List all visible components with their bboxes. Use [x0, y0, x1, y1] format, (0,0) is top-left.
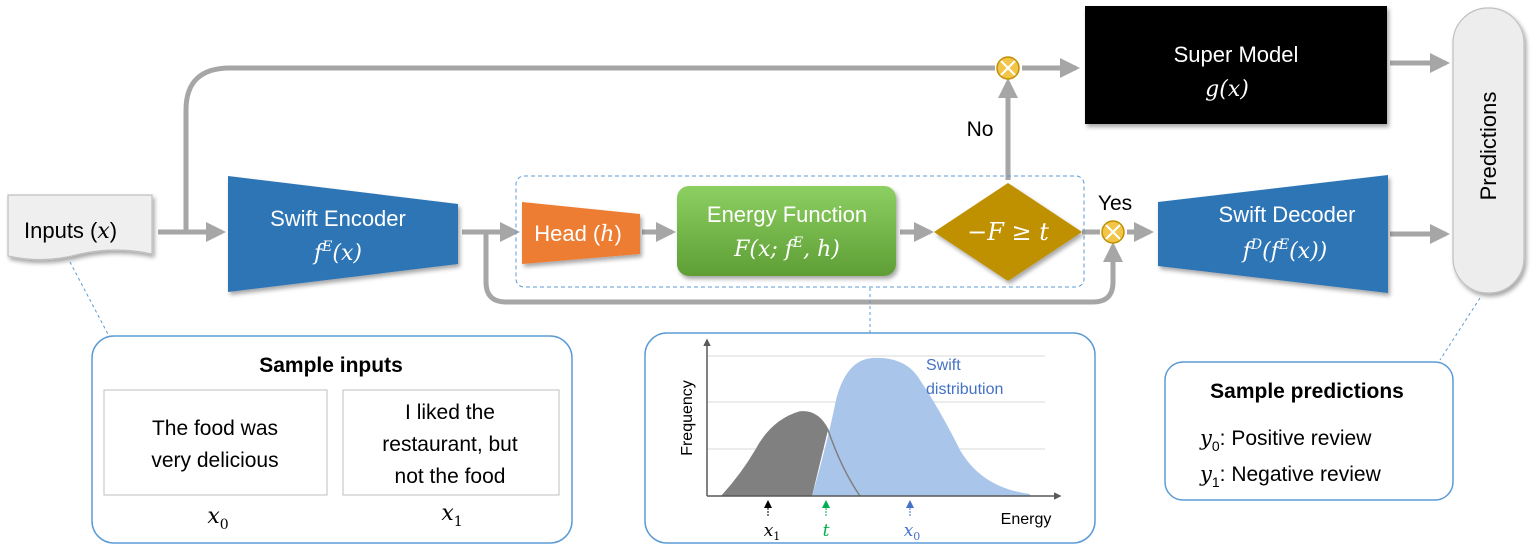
- sample-input-1-line-2: not the food: [395, 465, 506, 488]
- distribution-legend-line2: distribution: [926, 381, 1003, 398]
- swift-decoder-node: Swift Decoder fD(fE(x)): [1158, 175, 1388, 293]
- swift-encoder-node: Swift Encoder fE(x): [228, 176, 458, 292]
- distribution-xlabel: Energy: [1001, 511, 1052, 528]
- energy-group-box: [515, 175, 1085, 288]
- sample-input-1-var: x1: [441, 501, 462, 530]
- multiply-node-no: [996, 56, 1020, 80]
- distribution-ylabel: Frequency: [679, 380, 696, 456]
- decoder-title: Swift Decoder: [1219, 202, 1356, 227]
- energy-title: Energy Function: [707, 202, 867, 227]
- sample-input-1-line-1: restaurant, but: [382, 433, 518, 456]
- sample-input-0-line-1: very delicious: [151, 449, 278, 472]
- no-label: No: [967, 118, 994, 141]
- flow-arrows: [158, 53, 1450, 305]
- sample-input-0-line-0: The food was: [152, 417, 278, 440]
- super-model-title: Super Model: [1174, 42, 1299, 67]
- gray-distribution-curve: [721, 411, 861, 497]
- predictions-label: Predictions: [1476, 92, 1501, 201]
- sample-predictions-title: Sample predictions: [1210, 380, 1404, 403]
- distribution-panel: Frequency Energy Swift distribution x1 t…: [644, 332, 1096, 544]
- inputs-label: Inputs (x): [24, 218, 117, 244]
- marker-x1: x1: [764, 500, 781, 543]
- distribution-legend-line1: Swift: [926, 357, 961, 374]
- marker-x0-label: x0: [904, 521, 921, 543]
- energy-function-node: Energy Function F(x; fE, h): [677, 186, 896, 276]
- super-model-formula: g(x): [1205, 77, 1249, 102]
- marker-x1-label: x1: [764, 521, 781, 543]
- decision-node: −F ≥ t: [934, 183, 1082, 281]
- arrow-encoder-bypass: [483, 232, 1123, 305]
- predictions-node: Predictions: [1452, 7, 1525, 294]
- dashed-connectors: [69, 261, 1481, 361]
- marker-t: t: [822, 500, 830, 541]
- encoder-formula: fE(x): [312, 239, 362, 266]
- decision-label: −F ≥ t: [967, 218, 1049, 246]
- multiply-node-yes: [1101, 220, 1125, 244]
- head-node: Head (h): [522, 202, 640, 264]
- gray-distribution-area: [722, 411, 828, 496]
- prediction-0: y0: Positive review: [1199, 426, 1372, 454]
- swift-distribution-area: [812, 357, 1030, 496]
- encoder-title: Swift Encoder: [270, 206, 406, 231]
- sample-inputs-panel: Sample inputs The food was very deliciou…: [91, 335, 573, 544]
- super-model-node: Super Model g(x): [1085, 6, 1387, 124]
- marker-x0: x0: [904, 500, 921, 543]
- inputs-node: Inputs (x): [7, 194, 153, 261]
- energy-formula: F(x; fE, h): [733, 235, 840, 262]
- marker-t-label: t: [823, 521, 830, 541]
- sample-input-0-var: x0: [207, 504, 228, 533]
- head-label: Head (h): [534, 221, 622, 247]
- arrow-inputs-to-super-model: [183, 65, 995, 232]
- sample-inputs-title: Sample inputs: [259, 354, 403, 377]
- sample-input-1-line-0: I liked the: [405, 401, 495, 424]
- sample-predictions-panel: Sample predictions y0: Positive review y…: [1164, 361, 1454, 501]
- prediction-1: y1: Negative review: [1199, 462, 1382, 490]
- yes-label: Yes: [1098, 192, 1132, 215]
